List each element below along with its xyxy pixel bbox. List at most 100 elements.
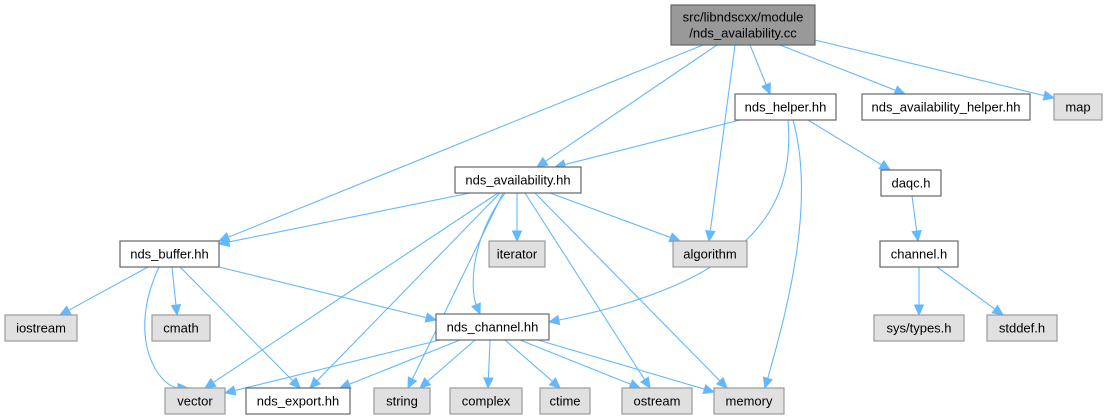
node-stddef: stddef.h	[986, 314, 1058, 342]
edge-nds_channel-to-memory	[537, 339, 716, 395]
node-iterator: iterator	[488, 240, 546, 268]
node-label: nds_availability.hh	[465, 173, 570, 188]
node-cmath: cmath	[151, 314, 211, 342]
edge-nds_helper-to-nds_availability	[553, 119, 741, 170]
node-label: src/libndscxx/module	[683, 10, 804, 25]
edge-root-to-nds_availability_helper	[779, 44, 907, 96]
edge-nds_availability-to-vector	[203, 192, 499, 389]
node-string: string	[373, 387, 431, 415]
node-ctime: ctime	[539, 387, 591, 415]
edge-nds_buffer-to-cmath	[170, 266, 182, 317]
node-nds-availability-helper[interactable]: nds_availability_helper.hh	[861, 93, 1031, 121]
node-label: nds_availability_helper.hh	[872, 100, 1021, 115]
edge-nds_helper-to-memory	[762, 119, 803, 390]
node-label: map	[1065, 100, 1090, 115]
node-root[interactable]: src/libndscxx/module/nds_availability.cc	[670, 4, 816, 46]
edge-nds_buffer-to-nds_channel	[218, 266, 438, 323]
node-box	[670, 4, 816, 46]
node-complex: complex	[449, 387, 523, 415]
edge-nds_availability-to-nds_buffer	[217, 192, 471, 248]
node-nds-channel[interactable]: nds_channel.hh	[435, 313, 550, 341]
edge-nds_channel-to-nds_export	[338, 339, 461, 389]
node-label: string	[386, 394, 418, 409]
edge-nds_channel-to-complex	[483, 339, 494, 390]
arrowhead-icon	[407, 376, 418, 390]
edge-nds_buffer-to-nds_export	[179, 266, 301, 389]
node-label: channel.h	[891, 247, 947, 262]
arrowhead-icon	[58, 305, 72, 316]
edge-nds_channel-to-ctime	[504, 339, 561, 389]
edge-root-to-nds_buffer	[217, 44, 704, 242]
arrowhead-icon	[548, 377, 561, 389]
edge-nds_availability-to-ostream	[524, 192, 651, 390]
node-memory: memory	[713, 387, 785, 415]
node-nds-export[interactable]: nds_export.hh	[245, 387, 351, 415]
node-nds-helper[interactable]: nds_helper.hh	[734, 93, 837, 121]
edge-line	[709, 44, 736, 233]
edge-line	[537, 339, 706, 390]
node-label: nds_helper.hh	[745, 100, 827, 115]
arrowhead-icon	[424, 312, 438, 323]
node-box	[873, 314, 965, 342]
edge-line	[807, 119, 883, 166]
arrowhead-icon	[288, 376, 301, 389]
arrowhead-icon	[471, 302, 481, 316]
edge-line	[504, 339, 554, 383]
arrowhead-icon	[762, 376, 773, 390]
arrowhead-icon	[483, 377, 494, 390]
edge-line	[524, 192, 646, 381]
edge-nds_buffer-to-iostream	[58, 266, 149, 316]
node-box	[164, 387, 226, 415]
edge-line	[218, 266, 428, 319]
edge-root-to-nds_helper	[749, 44, 771, 96]
arrowhead-icon	[217, 236, 231, 248]
node-label: complex	[462, 394, 511, 409]
edge-line	[171, 266, 177, 307]
node-daqc[interactable]: daqc.h	[880, 169, 942, 197]
edge-line	[534, 192, 722, 382]
arrowhead-icon	[991, 304, 1004, 316]
node-channel-h[interactable]: channel.h	[879, 240, 959, 268]
node-box	[879, 240, 959, 268]
edge-line	[179, 266, 295, 382]
arrowhead-icon	[170, 304, 182, 317]
node-box	[880, 169, 942, 197]
node-box	[672, 240, 748, 268]
edge-nds_availability-to-nds_export	[309, 192, 501, 389]
node-box	[151, 314, 211, 342]
node-nds-buffer[interactable]: nds_buffer.hh	[119, 240, 220, 268]
node-map: map	[1053, 93, 1103, 121]
arrowhead-icon	[893, 85, 907, 96]
edge-nds_helper-to-daqc	[807, 119, 892, 171]
arrowhead-icon	[419, 377, 432, 389]
arrowhead-icon	[702, 383, 716, 395]
arrowhead-icon	[705, 229, 716, 243]
edge-nds_channel-to-ostream	[519, 339, 642, 389]
edge-line	[315, 192, 501, 382]
edge-line	[212, 192, 499, 384]
edge-root-to-algorithm	[705, 44, 736, 243]
edge-line	[144, 266, 180, 389]
edge-line	[779, 44, 897, 92]
edge-line	[936, 266, 997, 311]
node-iostream: iostream	[4, 314, 78, 342]
node-label: memory	[726, 394, 773, 409]
edge-line	[426, 339, 476, 383]
node-box	[539, 387, 591, 415]
node-label: stddef.h	[999, 321, 1045, 336]
node-box	[373, 387, 431, 415]
node-box	[245, 387, 351, 415]
edge-nds_availability-to-string	[407, 192, 504, 390]
edge-line	[766, 119, 803, 380]
arrowhead-icon	[223, 385, 237, 396]
arrowhead-icon	[338, 379, 352, 389]
node-box	[1053, 93, 1103, 121]
nodes-layer: src/libndscxx/module/nds_availability.cc…	[4, 4, 1103, 415]
node-label: sys/types.h	[886, 321, 951, 336]
edge-nds_availability-to-memory	[534, 192, 728, 389]
node-label: iostream	[16, 321, 66, 336]
node-nds-availability[interactable]: nds_availability.hh	[454, 166, 582, 194]
node-label: daqc.h	[891, 176, 930, 191]
node-box	[119, 240, 220, 268]
